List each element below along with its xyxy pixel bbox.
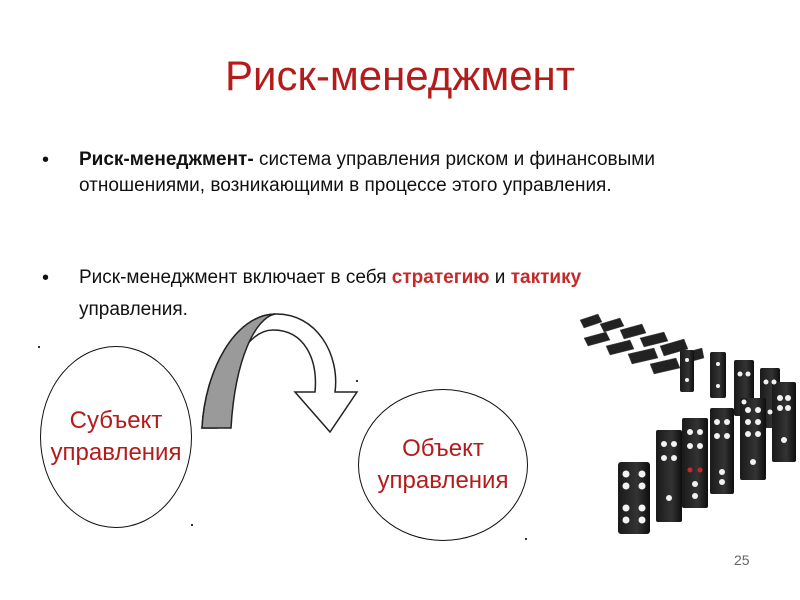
bullet-includes-text: Риск-менеджмент включает в себя стратеги… (79, 265, 679, 291)
includes-prefix: Риск-менеджмент включает в себя (79, 267, 392, 288)
term-label: Риск-менеджмент- (79, 149, 254, 170)
speck (191, 524, 193, 526)
speck (356, 380, 358, 382)
curved-arrow-icon (201, 313, 359, 434)
subject-line1: Субъект (69, 407, 163, 434)
speck (525, 538, 527, 540)
bullet-definition: • Риск-менеджмент- система управления ри… (42, 147, 679, 199)
bullet-definition-text: Риск-менеджмент- система управления риск… (79, 147, 679, 199)
dominoes-image (576, 312, 800, 542)
object-line2: управления (377, 467, 509, 494)
tactics-word: тактику (510, 267, 582, 288)
slide-title: Риск-менеджмент (225, 52, 575, 99)
object-line1: Объект (402, 435, 484, 462)
bullet-includes: • Риск-менеджмент включает в себя страте… (42, 265, 679, 320)
page-number: 25 (734, 552, 750, 568)
includes-line2: управления. (79, 299, 188, 320)
subject-line2: управления (50, 439, 182, 466)
subject-circle: Субъект управления (40, 346, 192, 528)
definition-text: система управления риском и финансовыми … (79, 149, 655, 196)
object-circle: Объект управления (358, 389, 528, 541)
strategy-word: стратегию (391, 267, 490, 288)
bullet-icon: • (42, 149, 50, 171)
speck (38, 346, 40, 348)
and-word: и (489, 267, 511, 288)
bullet-icon: • (42, 267, 50, 289)
